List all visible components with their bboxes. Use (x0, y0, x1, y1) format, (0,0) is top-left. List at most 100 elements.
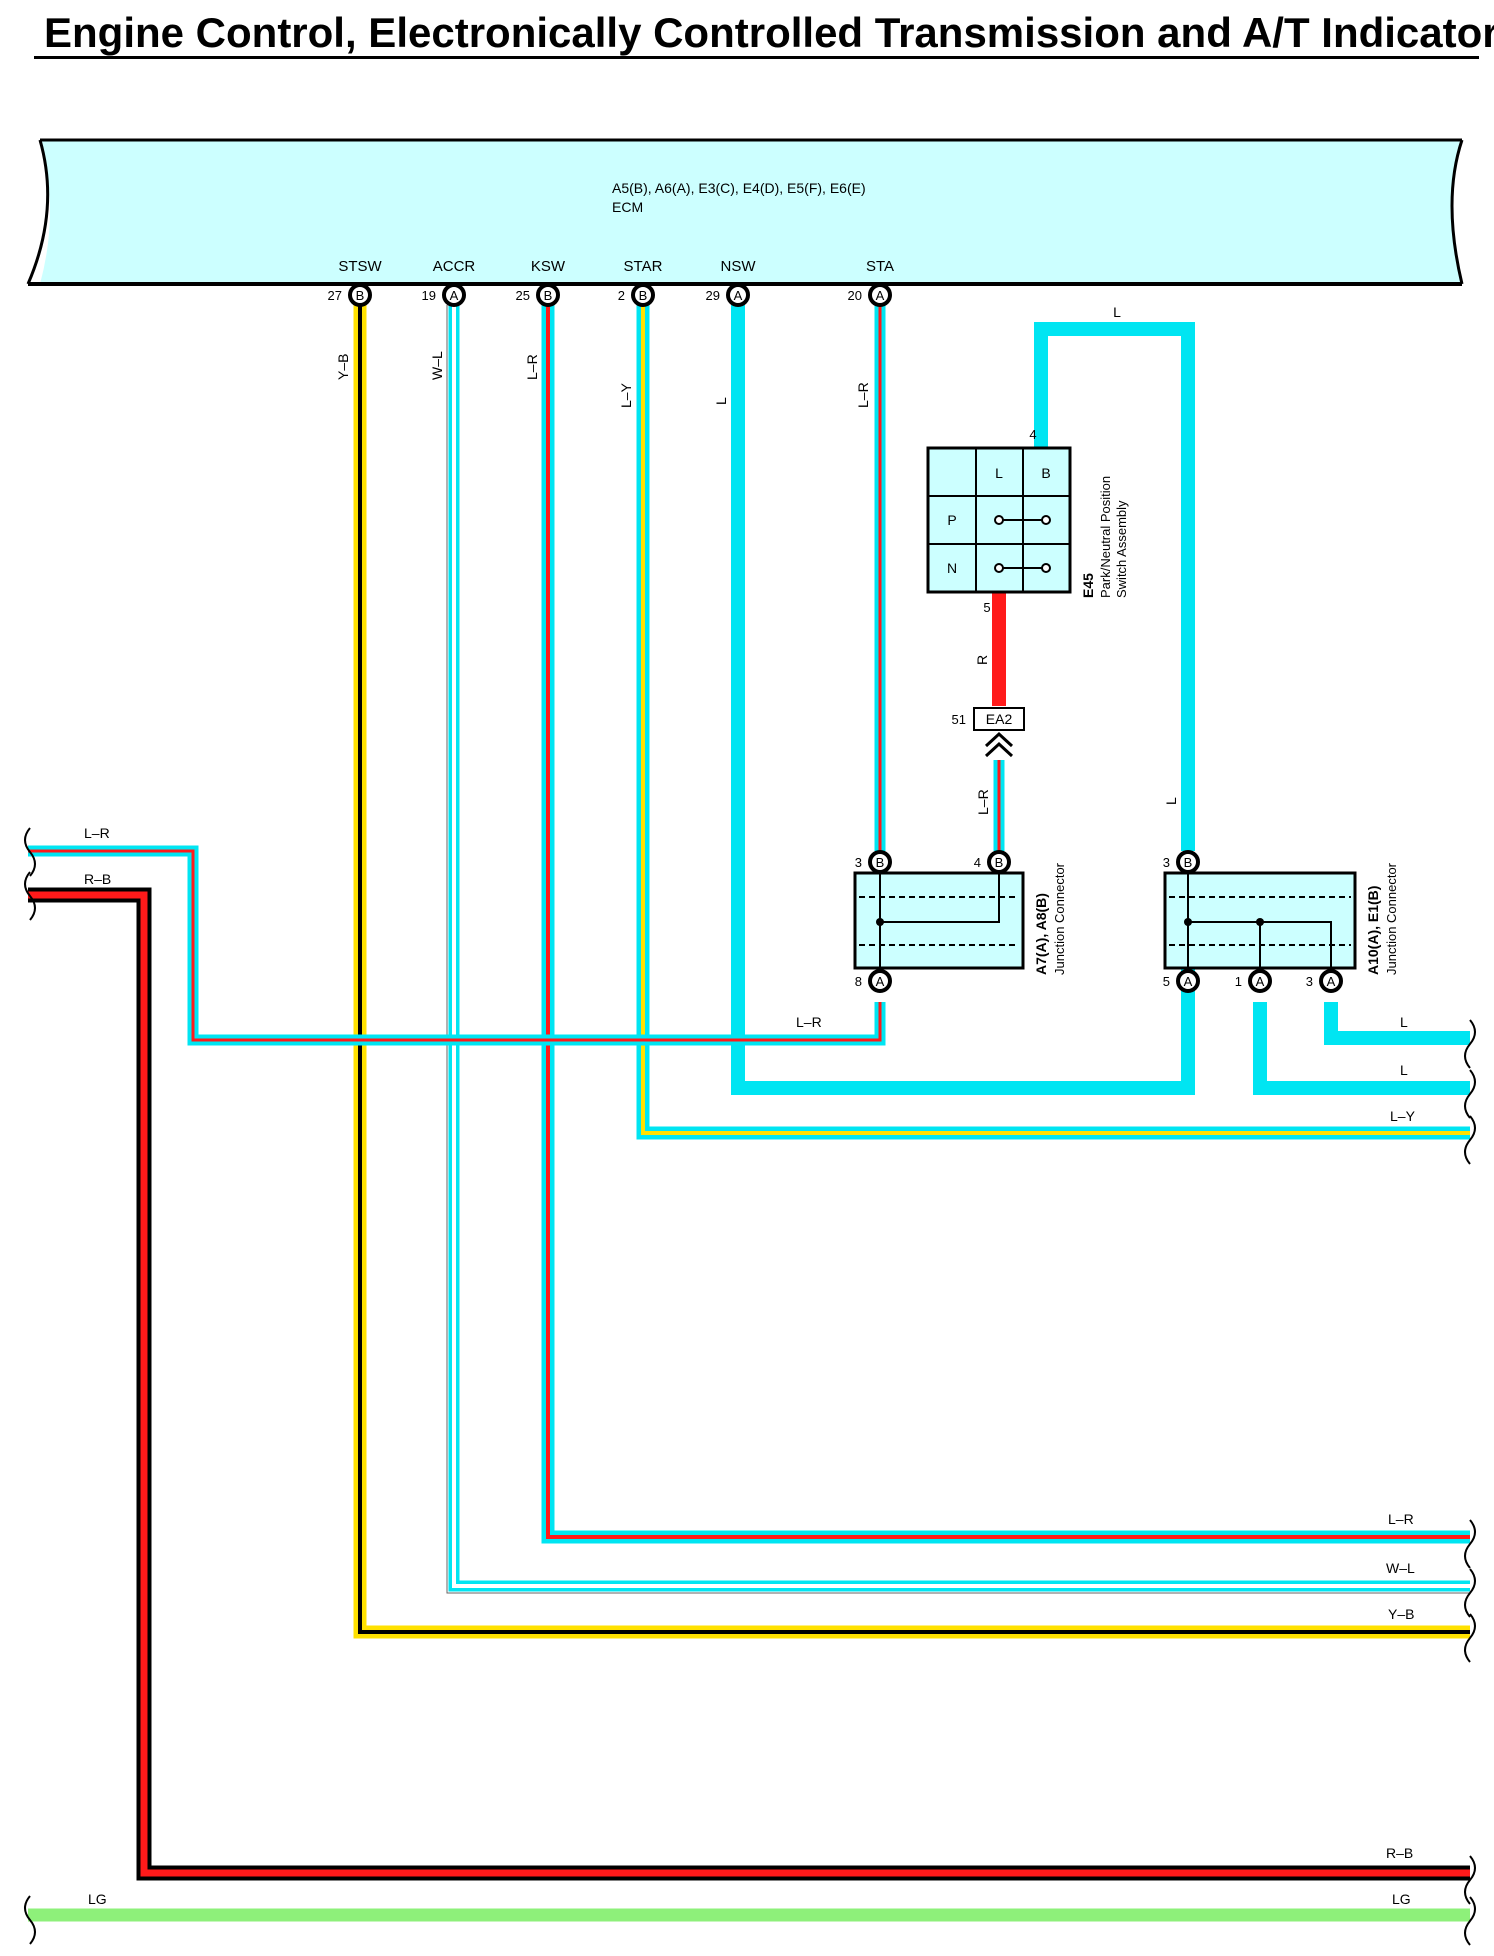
j2-pin-3a: A 3 (1306, 969, 1343, 993)
svg-text:B: B (876, 855, 885, 870)
svg-text:3: 3 (855, 855, 862, 870)
ecm-pin-accr: A 19 (422, 283, 466, 307)
pn-col-b: B (1041, 465, 1050, 481)
ecm-box: A5(B), A6(A), E3(C), E4(D), E5(F), E6(E)… (26, 138, 1464, 286)
svg-text:A: A (450, 288, 459, 303)
ecm-pin-nsw: A 29 (706, 283, 750, 307)
svg-text:B: B (639, 288, 648, 303)
svg-text:B: B (544, 288, 553, 303)
terminal-stsw-label: STSW (338, 258, 382, 275)
wire-star-ly (636, 305, 1470, 1140)
wire-code-right-lr: L–R (1388, 1511, 1414, 1527)
svg-text:2: 2 (618, 288, 625, 303)
wire-code-right-l2: L (1400, 1062, 1408, 1078)
j1-pin-3: B 3 (855, 850, 892, 874)
ecm-pin-sta: A 20 (848, 283, 892, 307)
wire-code-junc-lr: L–R (796, 1014, 822, 1030)
pn-pin-top: 4 (1029, 427, 1036, 442)
ecm-pin-ksw: B 25 (516, 283, 560, 307)
wire-code-right-rb: R–B (1386, 1845, 1413, 1861)
wire-code-left-rb: R–B (84, 871, 111, 887)
wire-accr-wl (446, 305, 1470, 1594)
j1-pin-8: A 8 (855, 969, 892, 993)
j2-name: Junction Connector (1384, 862, 1399, 975)
j2-pin-5a: A 5 (1163, 969, 1200, 993)
wire-code-right-wl: W–L (1386, 1560, 1415, 1576)
svg-text:25: 25 (516, 288, 530, 303)
junction-connector-a7-a8: B 3 B 4 A 8 A7(A), A8(B) Junction Connec… (853, 850, 1067, 993)
terminal-accr-label: ACCR (433, 258, 476, 275)
j2-pin-3b: B 3 (1163, 850, 1200, 874)
pn-pin-bottom: 5 (983, 600, 990, 615)
wire-right-l1 (1324, 1002, 1470, 1045)
wire-left-lr (28, 845, 886, 1046)
wire-code-star: L–Y (618, 382, 634, 408)
svg-text:B: B (1184, 855, 1193, 870)
terminal-star-label: STAR (624, 258, 663, 275)
wire-code-pn-down: L (1163, 797, 1179, 805)
pn-contact-p (994, 515, 1051, 525)
wire-code-ksw: L–R (524, 354, 540, 380)
wire-code-nsw: L (713, 397, 729, 405)
diagram-title: Engine Control, Electronically Controlle… (44, 9, 1494, 56)
wire-code-lg-right: LG (1392, 1891, 1411, 1907)
svg-text:A: A (1327, 974, 1336, 989)
wire-ksw-lr (541, 305, 1470, 1544)
wire-code-right-l1: L (1400, 1014, 1408, 1030)
svg-text:27: 27 (328, 288, 342, 303)
terminal-nsw-label: NSW (721, 258, 757, 275)
wire-code-lg-left: LG (88, 1891, 107, 1907)
pn-code: E45 (1080, 573, 1096, 598)
j1-code: A7(A), A8(B) (1033, 893, 1049, 975)
j2-pin-1a: A 1 (1235, 969, 1272, 993)
svg-text:A: A (1256, 974, 1265, 989)
svg-text:A: A (876, 288, 885, 303)
svg-text:1: 1 (1235, 974, 1242, 989)
wire-code-pn-top: L (1113, 304, 1121, 320)
j1-name: Junction Connector (1052, 862, 1067, 975)
wire-pn-top-l (1034, 322, 1195, 851)
pn-contact-n (994, 563, 1051, 573)
pn-col-l: L (995, 465, 1003, 481)
svg-text:8: 8 (855, 974, 862, 989)
terminal-ksw-label: KSW (531, 258, 566, 275)
pn-row-p: P (947, 512, 956, 528)
svg-text:B: B (995, 855, 1004, 870)
svg-text:29: 29 (706, 288, 720, 303)
svg-text:A: A (734, 288, 743, 303)
wire-code-accr: W–L (429, 351, 445, 380)
pn-name-1: Park/Neutral Position (1098, 476, 1113, 598)
wire-code-right-ly: L–Y (1390, 1108, 1416, 1124)
pn-row-n: N (947, 560, 957, 576)
wire-code-right-yb: Y–B (1388, 1606, 1414, 1622)
svg-text:B: B (356, 288, 365, 303)
svg-text:3: 3 (1306, 974, 1313, 989)
svg-text:19: 19 (422, 288, 436, 303)
wire-code-sta: L–R (855, 382, 871, 408)
wire-right-l2 (1253, 1002, 1470, 1095)
svg-text:A: A (1184, 974, 1193, 989)
svg-text:4: 4 (974, 855, 981, 870)
svg-text:3: 3 (1163, 855, 1170, 870)
wire-left-rb (28, 887, 1470, 1881)
junction-connector-a10-e1: B 3 A 5 A 1 A 3 A10(A), E1(B) Junction C… (1163, 850, 1399, 993)
title-underline (34, 56, 1479, 59)
ecm-name-label: ECM (612, 199, 643, 215)
wire-code-ea2: L–R (975, 789, 991, 815)
ea2-label: EA2 (986, 711, 1013, 727)
svg-text:20: 20 (848, 288, 862, 303)
ecm-connectors-label: A5(B), A6(A), E3(C), E4(D), E5(F), E6(E) (612, 180, 866, 196)
svg-text:5: 5 (1163, 974, 1170, 989)
terminal-sta-label: STA (866, 258, 894, 275)
ecm-pin-stsw: B 27 (328, 283, 372, 307)
pn-name-2: Switch Assembly (1114, 500, 1129, 598)
ecm-pin-star: B 2 (618, 283, 655, 307)
wire-nsw-l (731, 305, 1195, 1095)
j1-pin-4: B 4 (974, 850, 1011, 874)
wire-stsw-yb (353, 305, 1470, 1639)
ea2-connector: EA2 51 (952, 707, 1025, 758)
wire-break-marks (24, 827, 1476, 1946)
wire-code-stsw: Y–B (335, 354, 351, 380)
svg-text:A: A (876, 974, 885, 989)
